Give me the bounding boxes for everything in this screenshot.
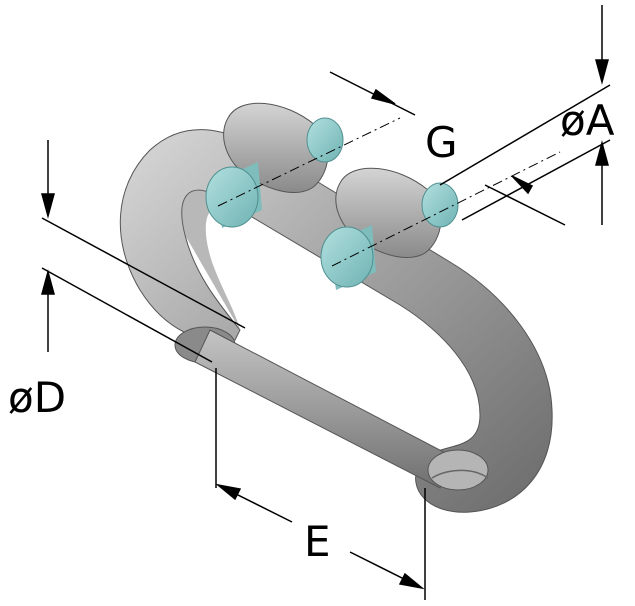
dim-e-label: E	[304, 517, 331, 566]
pin-centerlines	[217, 117, 561, 267]
pin-1-left-end	[205, 166, 259, 228]
dimension-g	[329, 71, 566, 226]
lug-2	[320, 167, 459, 290]
link-inner-shade	[181, 190, 240, 330]
pin-1-right-end	[306, 117, 344, 163]
crossbar	[194, 329, 456, 489]
pin-2-left-end	[320, 226, 374, 288]
pin-2-right-end	[421, 182, 459, 228]
dimension-d	[41, 140, 246, 363]
dim-g-label: G	[425, 118, 458, 167]
lug-1	[205, 102, 344, 228]
dimension-e	[215, 368, 426, 600]
dim-a-label: øA	[560, 96, 615, 145]
dimension-a	[439, 5, 611, 225]
dim-d-label: øD	[8, 373, 66, 422]
